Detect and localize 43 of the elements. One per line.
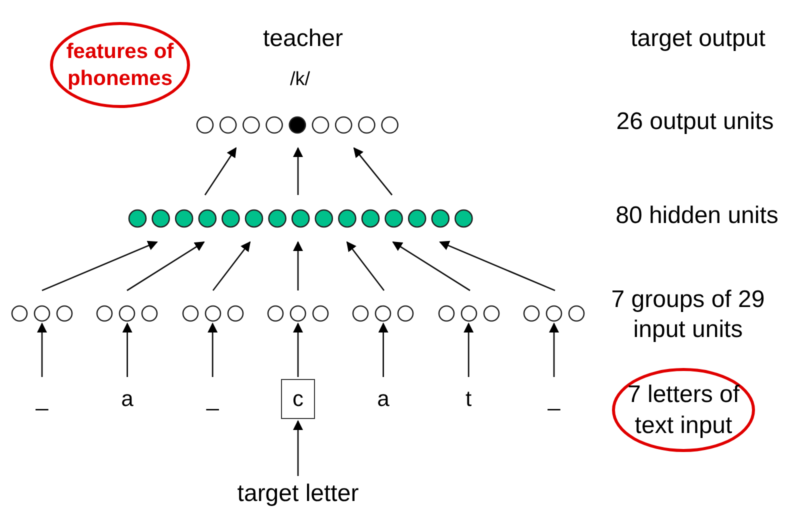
arrow	[392, 241, 470, 292]
target-letter-box: c	[281, 379, 315, 419]
output-phoneme: /k/	[288, 68, 312, 92]
arrow	[122, 322, 132, 377]
arrow	[293, 420, 303, 476]
arrow	[549, 322, 559, 377]
arrow	[293, 241, 303, 290]
layer-size-label: 80 hidden units	[614, 201, 780, 231]
arrow	[126, 241, 205, 292]
input-unit-group	[523, 304, 585, 322]
layer-heading: teacher	[262, 24, 344, 54]
column-heading: target output	[630, 24, 766, 54]
arrow	[293, 322, 303, 377]
input-letter: a	[110, 379, 144, 419]
input-letter: _	[196, 379, 230, 419]
input-letter: t	[452, 379, 486, 419]
highlight-ellipse: 7 letters of text input	[612, 368, 755, 452]
input-letter: _	[25, 379, 59, 419]
input-unit-group	[352, 304, 414, 322]
arrow	[204, 147, 237, 196]
input-unit-group	[182, 304, 244, 322]
arrow	[37, 322, 47, 377]
input-unit-group	[96, 304, 158, 322]
target-letter-label: target letter	[218, 478, 378, 510]
output-units	[196, 116, 399, 134]
hidden-units	[128, 209, 474, 228]
input-unit-group	[267, 304, 329, 322]
arrow	[378, 322, 388, 377]
input-unit-group	[438, 304, 500, 322]
layer-size-label: 7 groups of 29 input units	[610, 285, 766, 345]
arrow	[42, 240, 158, 292]
input-unit-group	[11, 304, 73, 322]
arrow	[208, 322, 218, 377]
layer-size-label: 26 output units	[615, 107, 775, 137]
input-letter: a	[366, 379, 400, 419]
arrow	[353, 147, 393, 196]
arrow	[293, 147, 303, 195]
arrow	[464, 322, 474, 377]
input-letter: _	[537, 379, 571, 419]
arrow	[346, 241, 385, 291]
highlight-ellipse: features of phonemes	[50, 22, 190, 108]
arrow	[439, 240, 556, 292]
arrow	[212, 241, 251, 291]
